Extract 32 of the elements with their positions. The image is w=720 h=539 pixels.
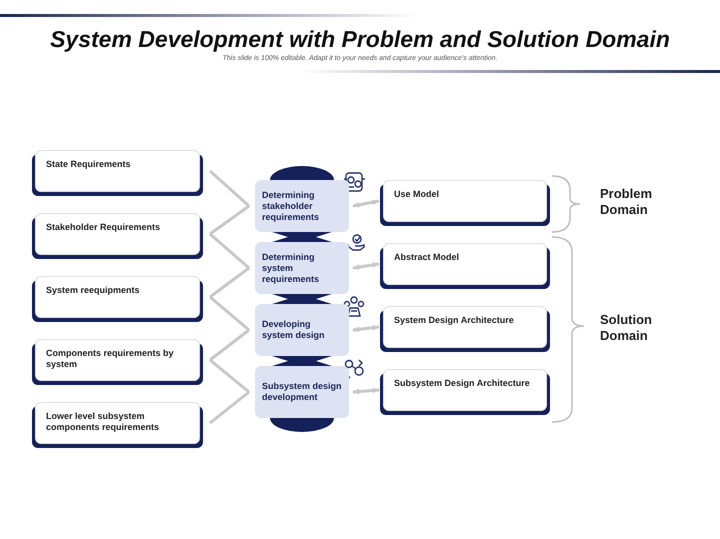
box-text: Stakeholder Requirements bbox=[46, 222, 162, 233]
connector-line bbox=[209, 266, 250, 298]
box-text: System Design Architecture bbox=[394, 315, 515, 326]
domain-label: Problem Domain bbox=[600, 186, 654, 218]
box-text: Abstract Model bbox=[394, 252, 460, 263]
arrow bbox=[352, 199, 380, 208]
title: System Development with Problem and Solution Domain bbox=[49, 25, 671, 54]
process-box bbox=[255, 180, 349, 232]
box-text: Developing system design bbox=[262, 319, 326, 341]
box-text: State Requirements bbox=[46, 159, 132, 170]
box-text: Components requirements by system bbox=[46, 348, 175, 370]
connector-line bbox=[209, 328, 250, 362]
box-text: Subsystem design development bbox=[262, 381, 342, 403]
arrow bbox=[352, 388, 380, 394]
process-box bbox=[255, 366, 349, 418]
arrow bbox=[352, 324, 380, 332]
box-text: Determining stakeholder requirements bbox=[262, 190, 320, 222]
domain-label: Solution Domain bbox=[600, 312, 653, 344]
box-text: Use Model bbox=[394, 189, 440, 200]
connector-line bbox=[209, 358, 250, 394]
connector-line bbox=[209, 296, 250, 332]
connector-line bbox=[209, 390, 250, 424]
process-box bbox=[255, 242, 349, 294]
box-text: Subsystem Design Architecture bbox=[394, 378, 531, 389]
connector-line bbox=[209, 170, 250, 208]
process-box bbox=[255, 304, 349, 356]
box-text: Determining system requirements bbox=[262, 252, 320, 284]
box-text: System reequipments bbox=[46, 285, 141, 296]
connector-line bbox=[209, 204, 250, 236]
arrow bbox=[352, 262, 380, 270]
connector-line bbox=[209, 232, 250, 270]
box-text: Lower level subsystem components requirements bbox=[46, 411, 160, 433]
